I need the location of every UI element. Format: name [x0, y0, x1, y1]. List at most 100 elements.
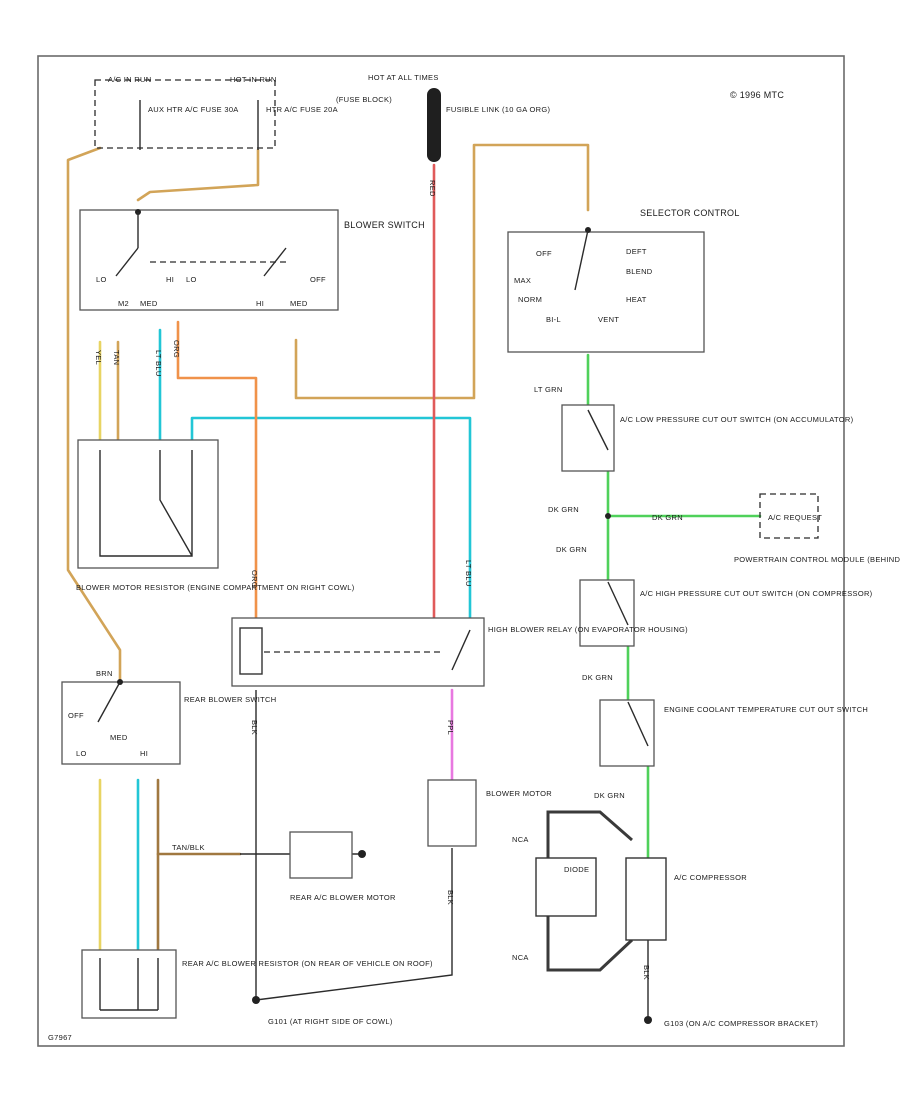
blower-resistor	[77, 439, 219, 569]
g103-label: G103 (ON A/C COMPRESSOR BRACKET)	[664, 1019, 818, 1028]
nca-1: NCA	[512, 835, 529, 844]
rear-switch-arm	[97, 681, 121, 723]
blower-switch-med: MED	[140, 299, 158, 308]
rear-off: OFF	[68, 711, 84, 720]
fuse-block	[94, 79, 276, 149]
wire-dkgrn-5: DK GRN	[594, 791, 625, 800]
resistor-label: BLOWER MOTOR RESISTOR (ENGINE COMPARTMEN…	[76, 583, 355, 592]
wire-blue-2	[190, 416, 472, 620]
blower-switch-box	[79, 209, 339, 311]
compressor-label: A/C COMPRESSOR	[674, 873, 747, 882]
fuse-block-label: (FUSE BLOCK)	[336, 95, 392, 104]
wire-tan-fuse	[136, 148, 260, 202]
wire-dkgrn-3: DK GRN	[652, 513, 683, 522]
fusible-hot-label: HOT AT ALL TIMES	[368, 73, 439, 82]
diode-label: DIODE	[564, 865, 589, 874]
selector-bi: BI-L	[546, 315, 561, 324]
selector-norm: NORM	[518, 295, 542, 304]
rear-resistor	[81, 949, 177, 1019]
compressor	[625, 857, 667, 941]
selector-blend: BLEND	[626, 267, 653, 276]
wire-blk2-label: BLK	[446, 890, 455, 905]
low-pressure-label: A/C LOW PRESSURE CUT OUT SWITCH (ON ACCU…	[620, 415, 854, 424]
diode	[535, 857, 597, 917]
wire-tan-label: TAN	[112, 350, 121, 365]
copyright: © 1996 MTC	[730, 90, 784, 100]
wire-brn-label: BRN	[96, 669, 113, 678]
blower-motor	[427, 779, 477, 847]
blower-switch-lo: LO	[96, 275, 107, 284]
pcm-box	[759, 493, 819, 539]
rear-hi: HI	[140, 749, 148, 758]
coolant-label: ENGINE COOLANT TEMPERATURE CUT OUT SWITC…	[664, 705, 868, 714]
selector-max: MAX	[514, 276, 531, 285]
rear-motor-ground	[358, 850, 366, 858]
wire-red-label: RED	[428, 180, 437, 197]
selector-box	[507, 231, 705, 353]
wire-tan-left	[66, 146, 122, 682]
wire-dkgrn-4: DK GRN	[582, 673, 613, 682]
wire-orange	[176, 320, 258, 620]
selector-off: OFF	[536, 249, 552, 258]
blower-switch-arm-2	[263, 247, 287, 277]
selector-defrost: DEFT	[626, 247, 647, 256]
high-pressure-arm	[607, 581, 629, 626]
fuse-right-label: HTR A/C FUSE 20A	[266, 105, 338, 114]
blower-switch-m2: M2	[118, 299, 129, 308]
blower-switch-med2: MED	[290, 299, 308, 308]
wire-blk3-label: BLK	[642, 965, 651, 980]
ground-g103	[644, 1016, 652, 1024]
ground-g101	[252, 996, 260, 1004]
selector-arm	[574, 229, 589, 291]
selector-label: SELECTOR CONTROL	[640, 208, 740, 218]
rear-blower-switch	[61, 681, 181, 765]
relay-label: HIGH BLOWER RELAY (ON EVAPORATOR HOUSING…	[488, 625, 688, 634]
selector-heat: HEAT	[626, 295, 647, 304]
rear-resistor-label: REAR A/C BLOWER RESISTOR (ON REAR OF VEH…	[182, 959, 433, 968]
low-pressure-switch	[561, 404, 615, 472]
g101-label: G101 (AT RIGHT SIDE OF COWL)	[268, 1017, 393, 1026]
blower-switch-label: BLOWER SWITCH	[344, 220, 425, 230]
relay-contact	[451, 629, 471, 671]
fusible-link	[427, 88, 441, 162]
coolant-arm	[627, 701, 649, 747]
rear-lo: LO	[76, 749, 87, 758]
fusible-link-label: FUSIBLE LINK (10 GA ORG)	[446, 105, 551, 114]
rear-motor-label: REAR A/C BLOWER MOTOR	[290, 893, 396, 902]
wire-tanbrn-label: TAN/BLK	[172, 843, 205, 852]
selector-vent: VENT	[598, 315, 619, 324]
blower-switch-arm	[115, 247, 139, 277]
blower-switch-hi: HI	[166, 275, 174, 284]
coolant-switch	[599, 699, 655, 767]
wire-dkgrn-1: DK GRN	[548, 505, 579, 514]
wire-ltblu2-label: LT BLU	[154, 350, 163, 377]
splice-node	[605, 513, 611, 519]
wire-tan-selector	[294, 143, 590, 400]
wire-black-motor	[255, 848, 453, 1001]
wire-ltblu-label: LT BLU	[464, 560, 473, 587]
wire-org2-label: ORG	[172, 340, 181, 358]
diagram-frame	[37, 55, 845, 1047]
relay-coil	[239, 627, 263, 675]
high-pressure-switch	[579, 579, 635, 647]
high-pressure-label: A/C HIGH PRESSURE CUT OUT SWITCH (ON COM…	[640, 589, 873, 598]
low-pressure-arm	[587, 409, 609, 451]
fuse-left-label: AUX HTR A/C FUSE 30A	[148, 105, 239, 114]
corner-code: G7967	[48, 1033, 72, 1042]
fuse-run-right: HOT IN RUN	[230, 75, 277, 84]
wire-ltgrn-label: LT GRN	[534, 385, 563, 394]
nca-2: NCA	[512, 953, 529, 962]
resistor-traces	[99, 450, 193, 557]
pcm-request: A/C REQUEST	[768, 513, 822, 522]
blower-switch-off: OFF	[310, 275, 326, 284]
rear-switch-label: REAR BLOWER SWITCH	[184, 695, 277, 704]
wire-dkgrn-2: DK GRN	[556, 545, 587, 554]
wire-org-label: ORG	[250, 570, 259, 588]
wire-yel-label: YEL	[94, 350, 103, 365]
wire-ppl-label: PPL	[446, 720, 455, 735]
fuse-run-left: A/C IN RUN	[108, 75, 151, 84]
blower-switch-hi2: HI	[256, 299, 264, 308]
pcm-label: POWERTRAIN CONTROL MODULE (BEHIND RIGHT …	[734, 555, 900, 564]
rear-blower-motor	[289, 831, 353, 879]
